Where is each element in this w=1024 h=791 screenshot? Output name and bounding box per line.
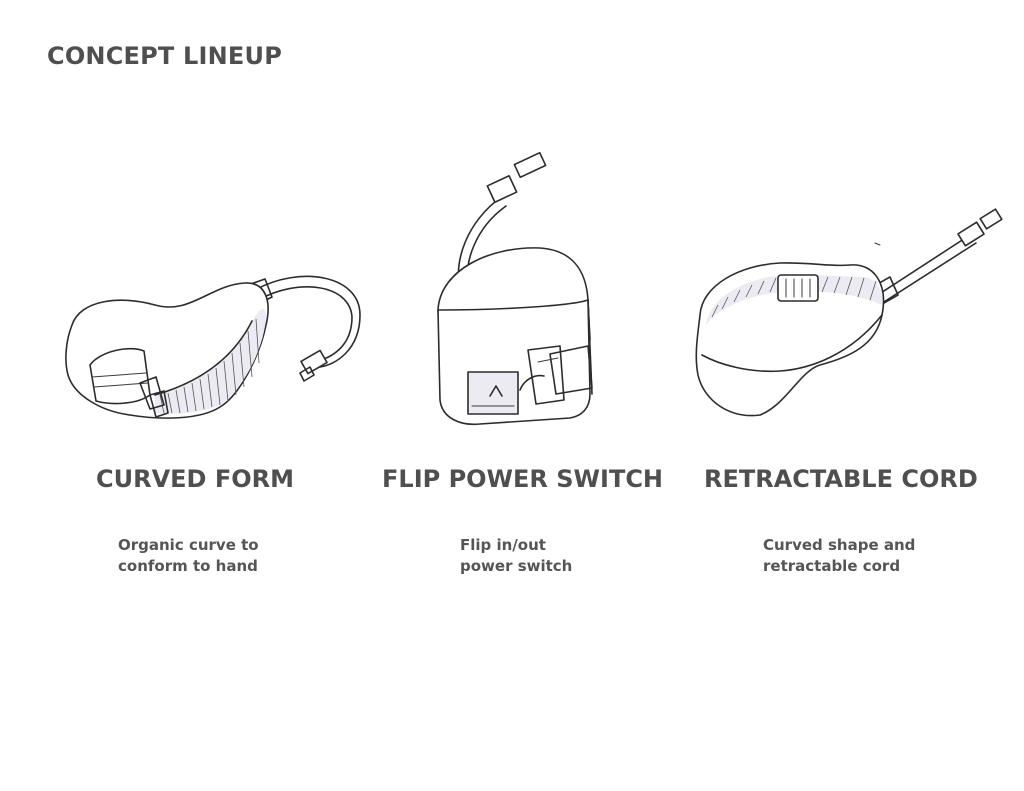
description-line: Flip in/out <box>460 536 546 554</box>
description-line: conform to hand <box>118 557 258 575</box>
description-line: power switch <box>460 557 573 575</box>
description-line: Organic curve to <box>118 536 259 554</box>
curved-form-sketch <box>60 255 370 435</box>
description-line: Curved shape and <box>763 536 916 554</box>
concept-heading-curved-form: CURVED FORM <box>96 465 294 493</box>
concept-heading-retractable-cord: RETRACTABLE CORD <box>704 465 978 493</box>
concept-heading-flip-power-switch: FLIP POWER SWITCH <box>382 465 664 493</box>
concept-description-retractable-cord: Curved shape and retractable cord <box>763 535 915 577</box>
concept-description-flip-power-switch: Flip in/out power switch <box>460 535 572 577</box>
description-line: retractable cord <box>763 557 901 575</box>
concept-description-curved-form: Organic curve to conform to hand <box>118 535 259 577</box>
curved-form-illustration <box>65 275 361 419</box>
retractable-cord-illustration <box>695 208 1003 417</box>
flip-power-switch-sketch <box>420 150 610 430</box>
flip-power-switch-illustration <box>437 151 593 426</box>
retractable-cord-sketch <box>690 205 1010 430</box>
page-title: CONCEPT LINEUP <box>47 42 283 70</box>
